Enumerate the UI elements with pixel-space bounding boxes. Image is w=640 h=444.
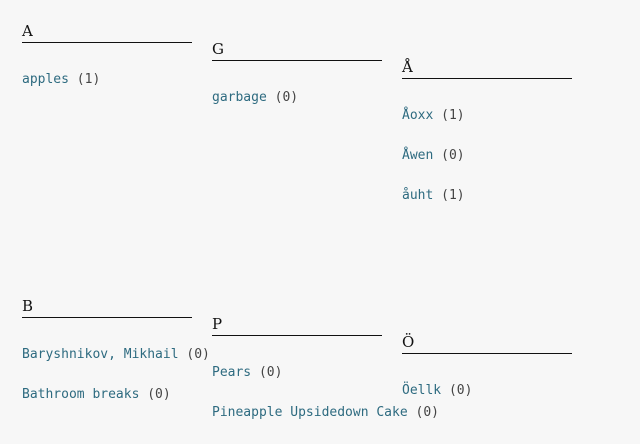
term-count: (0) [147,387,171,402]
term-link[interactable]: apples [22,72,69,87]
term-list: Öellk (0) [402,382,572,402]
term-item: Pineapple Upsidedown Cake (0) [212,404,439,424]
term-link[interactable]: åuht [402,188,434,203]
term-count: (0) [441,148,465,163]
term-link[interactable]: Öellk [402,383,442,398]
group-g: G garbage (0) [212,40,382,129]
term-count: (0) [258,365,283,380]
term-item: Pears (0) [212,364,382,384]
group-heading: B [22,297,192,318]
term-link[interactable]: Pears [212,365,252,380]
term-link[interactable]: Pineapple Upsidedown Cake [212,405,408,420]
term-list: Baryshnikov, Mikhail (0) Bathroom breaks… [22,346,210,406]
term-list: apples (1) [22,71,192,91]
term-item: Åwen (0) [402,147,572,167]
group-o-umlaut: Ö Öellk (0) [402,333,572,422]
group-heading: Å [402,58,572,79]
group-heading: P [212,315,382,336]
group-a-ring: Å Åoxx (1) Åwen (0) åuht (1) [402,58,572,227]
term-item: Bathroom breaks (0) [22,386,192,406]
term-count: (1) [76,72,101,87]
term-link[interactable]: Åwen [402,148,434,163]
term-count: (1) [441,108,465,123]
term-count: (1) [441,188,465,203]
term-count: (0) [186,347,210,362]
term-item: apples (1) [22,71,192,91]
term-item: Åoxx (1) [402,107,572,127]
group-p: P Pears (0) Pineapple Upsidedown Cake (0… [212,315,439,444]
term-list: Pears (0) Pineapple Upsidedown Cake (0) [212,364,439,424]
term-count: (0) [274,90,299,105]
group-heading: G [212,40,382,61]
term-link[interactable]: Bathroom breaks [22,387,140,402]
term-item: Öellk (0) [402,382,572,402]
term-item: garbage (0) [212,89,382,109]
term-link[interactable]: Baryshnikov, Mikhail [22,347,179,362]
group-a: A apples (1) [22,22,192,111]
term-link[interactable]: garbage [212,90,267,105]
term-list: garbage (0) [212,89,382,109]
group-b: B Baryshnikov, Mikhail (0) Bathroom brea… [22,297,210,426]
term-count: (0) [448,383,473,398]
term-item: åuht (1) [402,187,572,207]
term-count: (0) [415,405,439,420]
term-link[interactable]: Åoxx [402,108,434,123]
group-heading: Ö [402,333,572,354]
term-list: Åoxx (1) Åwen (0) åuht (1) [402,107,572,207]
group-heading: A [22,22,192,43]
term-item: Baryshnikov, Mikhail (0) [22,346,210,366]
